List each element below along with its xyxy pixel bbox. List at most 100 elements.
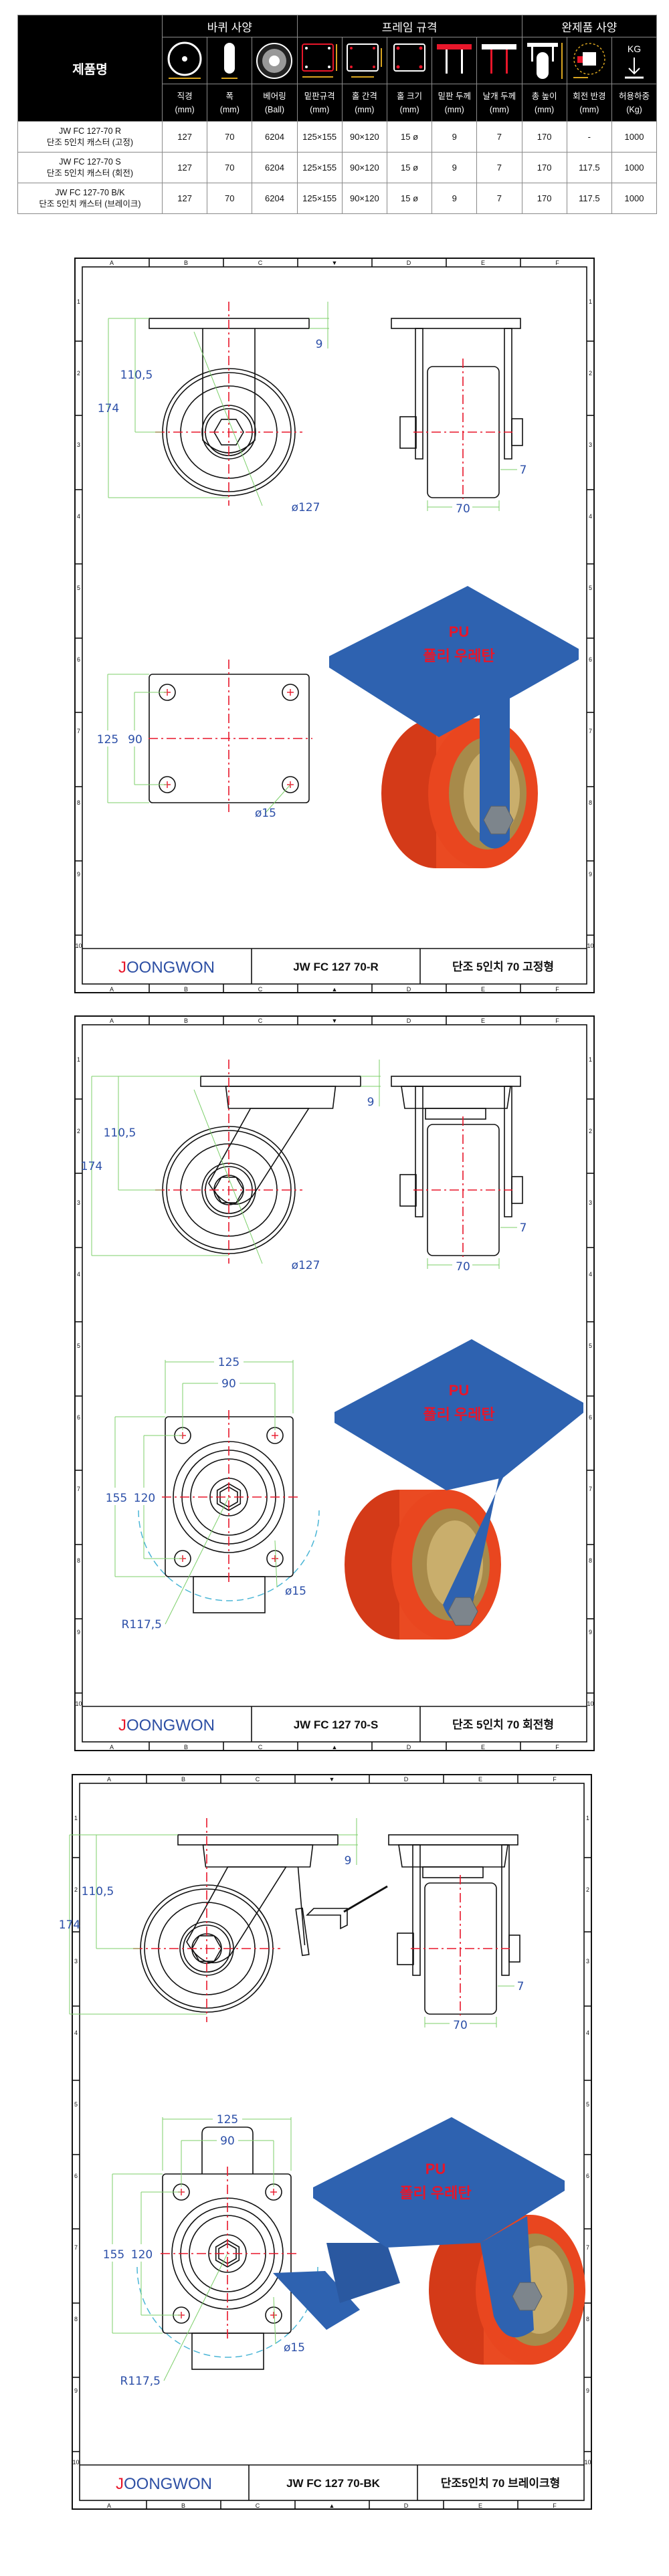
dim-plate-height: 155 — [103, 2248, 124, 2262]
ruler-col-label: ▼ — [332, 260, 338, 266]
ruler-row-label: 10 — [587, 1700, 593, 1707]
load-capacity-icon: KG — [611, 37, 658, 84]
column-unit: (Ball) — [264, 104, 285, 114]
dim-bg — [450, 2015, 470, 2030]
ruler-col-label: ▼ — [329, 1776, 335, 1783]
column-labels: 직경(mm)폭(mm)베어링(Ball)밑판규격(mm)홀 간격(mm)홀 크기… — [18, 84, 658, 122]
ruler-row-label: 6 — [77, 656, 80, 663]
ruler-col-label: F — [555, 260, 559, 266]
ruler-row-label: 8 — [586, 2316, 589, 2322]
ruler-col-label: B — [184, 260, 188, 266]
ruler-row-label: 5 — [586, 2101, 589, 2108]
dim-plate-thickness: 9 — [345, 1854, 352, 1868]
logo-j: J — [116, 2475, 124, 2493]
ruler-row-label: 7 — [589, 728, 592, 734]
dim-hole: ø15 — [285, 1585, 306, 1598]
ruler-row-label: 7 — [586, 2244, 589, 2251]
column-unit: (mm) — [535, 104, 555, 114]
ruler-col-label: A — [110, 260, 114, 266]
ruler-col-label: B — [184, 1744, 188, 1751]
ruler-row-label: 1 — [77, 1056, 80, 1063]
side-view: 707 — [391, 318, 527, 516]
column-name: 직경 — [177, 91, 193, 101]
dim-hole: ø15 — [255, 807, 276, 820]
ruler-row-label: 9 — [77, 871, 80, 878]
logo-j: J — [118, 959, 126, 977]
mounting-plate-3d — [329, 586, 579, 737]
dim-bg — [98, 730, 146, 747]
column-name: 회전 반경 — [573, 91, 606, 101]
group-product-spec: 완제품 사양 — [521, 15, 658, 37]
column-header: 베어링(Ball) — [252, 84, 298, 122]
mounting-hole — [265, 2306, 282, 2324]
table-cell: - — [566, 121, 612, 153]
logo-rest: OONGWON — [124, 2475, 212, 2493]
leg-thickness-icon — [476, 37, 522, 84]
column-unit: (mm) — [310, 104, 330, 114]
brake-pedal — [201, 2126, 254, 2174]
table-cell: 90×120 — [341, 121, 387, 153]
ruler-col-label: B — [181, 2502, 185, 2509]
ruler-row-label: 9 — [74, 2387, 78, 2394]
ruler-row-label: 8 — [589, 1557, 592, 1564]
ruler-col-label: D — [404, 1776, 409, 1783]
caster-wheel-3d — [345, 1490, 501, 1640]
dim-wheel-diameter: ø127 — [292, 501, 320, 514]
ruler-row-label: 1 — [74, 1815, 78, 1821]
ruler-row-label: 8 — [74, 2316, 78, 2322]
dim-bg — [213, 2108, 242, 2124]
ruler-col-label: A — [110, 986, 114, 993]
ruler-row-label: 3 — [586, 1958, 589, 1965]
model-number: JW FC 127 70-R — [293, 961, 379, 973]
mounting-plate-3d — [334, 1339, 583, 1490]
column-header: 홀 간격(mm) — [341, 84, 387, 122]
dim-line-hole — [264, 784, 291, 814]
side-leg-left — [415, 328, 423, 460]
axle-bolt-3d — [512, 2282, 543, 2311]
product-desc: 단조 5인치 캐스터 (브레이크) — [39, 199, 141, 209]
model-number: JW FC 127 70-S — [294, 1718, 379, 1731]
material-code: PU — [449, 1382, 470, 1399]
dim-width: 70 — [453, 2019, 468, 2032]
side-swivel-head — [398, 1844, 508, 1868]
side-swivel-head — [401, 1086, 511, 1109]
product-name-header: 제품명 — [17, 15, 163, 122]
ruler-row-label: 9 — [589, 1629, 592, 1636]
kingpin-hex — [216, 1483, 242, 1511]
ruler-col-label: C — [258, 260, 263, 266]
ruler-col-label: D — [407, 1017, 411, 1024]
ruler-row-label: 10 — [587, 943, 593, 949]
column-name: 밑판 두께 — [438, 91, 471, 101]
fork-3d — [443, 1458, 503, 1623]
mounting-plate-3d — [313, 2117, 565, 2248]
ruler-row-label: 3 — [589, 441, 592, 448]
column-name: 총 높이 — [531, 91, 557, 101]
drawing-title: 단조 5인치 70 고정형 — [452, 960, 554, 973]
table-cell: 125×155 — [296, 121, 343, 153]
mounting-hole — [282, 776, 299, 793]
swivel-fork — [208, 1108, 310, 1205]
model-number: JW FC 127 70-BK — [286, 2477, 381, 2490]
ruler-row-label: 4 — [589, 513, 592, 520]
dim-bg — [452, 499, 472, 514]
ruler-row-label: 7 — [589, 1486, 592, 1492]
sheet-inner-border — [82, 1024, 587, 1743]
ruler-col-label: E — [478, 2502, 482, 2509]
dim-bg — [100, 2244, 157, 2262]
table-cell: 127 — [161, 183, 208, 214]
column-name: 날개 두께 — [482, 91, 516, 101]
ruler-col-label: D — [407, 260, 411, 266]
column-header: 날개 두께(mm) — [476, 84, 522, 122]
dim-axle-height: 110,5 — [104, 1126, 136, 1140]
ruler-row-label: 8 — [589, 799, 592, 806]
ruler-row-label: 4 — [586, 2029, 589, 2036]
ruler-col-label: E — [481, 260, 485, 266]
dim-bg — [214, 1351, 244, 1367]
mounting-hole — [282, 684, 299, 701]
